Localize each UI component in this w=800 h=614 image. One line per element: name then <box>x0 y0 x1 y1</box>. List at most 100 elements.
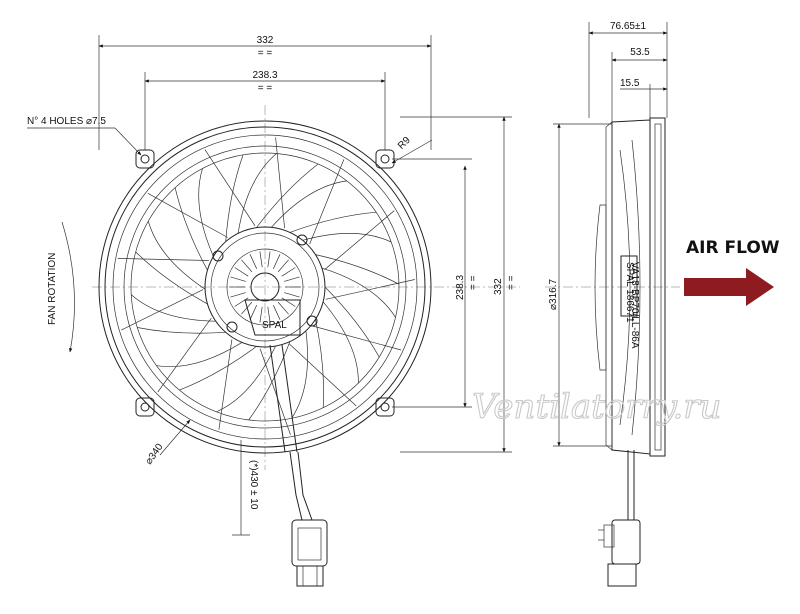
hub-fin <box>284 292 300 298</box>
ring-diameter-callout: ⌀340 <box>143 419 191 467</box>
hub-fin <box>281 267 296 277</box>
fan-blade <box>179 346 257 391</box>
cable-and-connector <box>289 451 328 587</box>
fan-blade <box>324 286 380 358</box>
fan-blade <box>174 187 208 271</box>
dim-vertical-hole-note: = = <box>468 275 479 290</box>
air-flow-indicator: AIR FLOW <box>684 238 780 306</box>
fan-blade-edge <box>237 153 277 234</box>
fan-blade-edge <box>156 342 243 368</box>
dim-body-diameter-value: ⌀316.7 <box>548 279 559 310</box>
hub-fin <box>230 276 246 282</box>
dim-hole-spacing: 238.3 = = <box>144 70 386 150</box>
fan-side-profile: SPAL 186671 VA18-BP70/LL-86A <box>594 117 666 457</box>
fan-blade-edge <box>322 301 359 384</box>
connector <box>291 519 328 567</box>
hub-fin <box>284 276 300 282</box>
hub-screw-1 <box>212 250 224 262</box>
fan-blade <box>315 254 400 285</box>
hub-logo: SPAL <box>262 320 287 331</box>
fan-shroud <box>98 120 432 454</box>
hub-fin <box>272 305 281 320</box>
dim-hole-spacing-note: = = <box>258 83 273 94</box>
front-view: SPAL 332 = = <box>27 35 520 587</box>
hub-fin <box>241 301 253 315</box>
hub-fin <box>277 301 289 315</box>
dim-depth-rim: 15.5 <box>620 78 640 89</box>
motor-hub: SPAL <box>204 226 326 348</box>
dim-overall-width: 332 = = <box>98 35 432 150</box>
hub-fin <box>267 306 271 323</box>
frame-spokes <box>117 137 415 435</box>
side-view: 76.65±1 53.5 15.5 ⌀316.7 SPAL 18667 <box>545 21 680 587</box>
fan-blade <box>315 319 324 408</box>
hub-fin <box>259 251 263 268</box>
dim-cable-length: (*)430 ± 10 <box>232 440 259 536</box>
radius-callout-text: R9 <box>396 135 413 152</box>
hub-cooling-fins <box>229 251 301 323</box>
fan-blade-edge <box>216 345 276 413</box>
frame-spoke <box>121 289 204 331</box>
dim-vertical-hole-value: 238.3 <box>455 275 466 300</box>
frame-spoke <box>289 343 357 407</box>
dim-body-diameter: ⌀316.7 <box>548 123 612 447</box>
frame-spoke <box>313 325 402 351</box>
side-connector <box>611 519 641 565</box>
hub-screw-4 <box>306 315 318 327</box>
frame-spoke <box>325 279 415 300</box>
holes-callout: N° 4 HOLES ⌀7.5 <box>27 116 142 156</box>
frame-spoke <box>117 258 209 261</box>
fan-rotation-label: FAN ROTATION <box>47 253 58 325</box>
hub-fin <box>234 267 249 277</box>
cable-strut <box>269 344 298 453</box>
dim-vertical-overall: 332 = = <box>400 116 517 453</box>
fan-blade <box>289 211 377 233</box>
ring-diameter-text: ⌀340 <box>143 441 165 466</box>
dim-side-depths: 76.65±1 53.5 15.5 <box>588 21 668 122</box>
hub-fin <box>281 297 296 307</box>
hub-fin <box>249 305 258 320</box>
dim-overall-width-note: = = <box>258 48 273 59</box>
frame-spoke <box>275 137 285 229</box>
rotation-arrow <box>61 221 75 353</box>
fan-rotation-indicator: FAN ROTATION <box>47 221 75 353</box>
hub-fin <box>234 297 249 307</box>
hub-fin <box>259 306 263 323</box>
frame-spoke <box>218 339 233 430</box>
fan-blade-edge <box>147 221 206 290</box>
dim-hole-spacing-value: 238.3 <box>252 70 277 81</box>
mounting-hole-bottom-left <box>135 397 155 417</box>
dim-depth-mid: 53.5 <box>630 47 650 58</box>
hub-screw-2 <box>296 234 308 246</box>
fan-blade-edge <box>302 233 392 243</box>
hub-fin <box>272 254 281 269</box>
holes-callout-text: N° 4 HOLES ⌀7.5 <box>27 116 106 127</box>
product-label-line2: VA18-BP70/LL-86A <box>629 262 640 349</box>
frame-spoke <box>324 210 395 270</box>
fan-blade <box>137 327 226 334</box>
side-cable-and-connector <box>598 450 641 587</box>
mounting-hole-bottom-right <box>375 397 395 417</box>
frame-spoke <box>309 159 345 245</box>
hub-fin <box>267 251 271 268</box>
dim-depth-total: 76.65±1 <box>610 21 647 32</box>
fan-blade <box>135 251 208 305</box>
mounting-hole-top-right <box>375 149 395 169</box>
fan-blade <box>248 341 291 421</box>
product-label-line1: SPAL 186671 <box>624 262 635 323</box>
hub-fin <box>230 292 246 298</box>
frame-spoke <box>147 192 228 238</box>
watermark: Ventilatorry.ru <box>472 387 721 427</box>
fan-blade-edge <box>198 168 214 257</box>
hub-screw-3 <box>226 321 238 333</box>
hub-fin <box>249 254 258 269</box>
fan-blades <box>130 153 400 421</box>
fan-blade <box>256 163 319 228</box>
fan-blade-edge <box>291 330 308 419</box>
dim-vertical-overall-note: = = <box>506 275 517 290</box>
hub-fin <box>241 259 253 273</box>
fan-blade-edge <box>271 180 347 228</box>
dim-vertical-hole-spacing: 238.3 = = <box>392 158 479 408</box>
dim-overall-width-value: 332 <box>257 35 274 46</box>
